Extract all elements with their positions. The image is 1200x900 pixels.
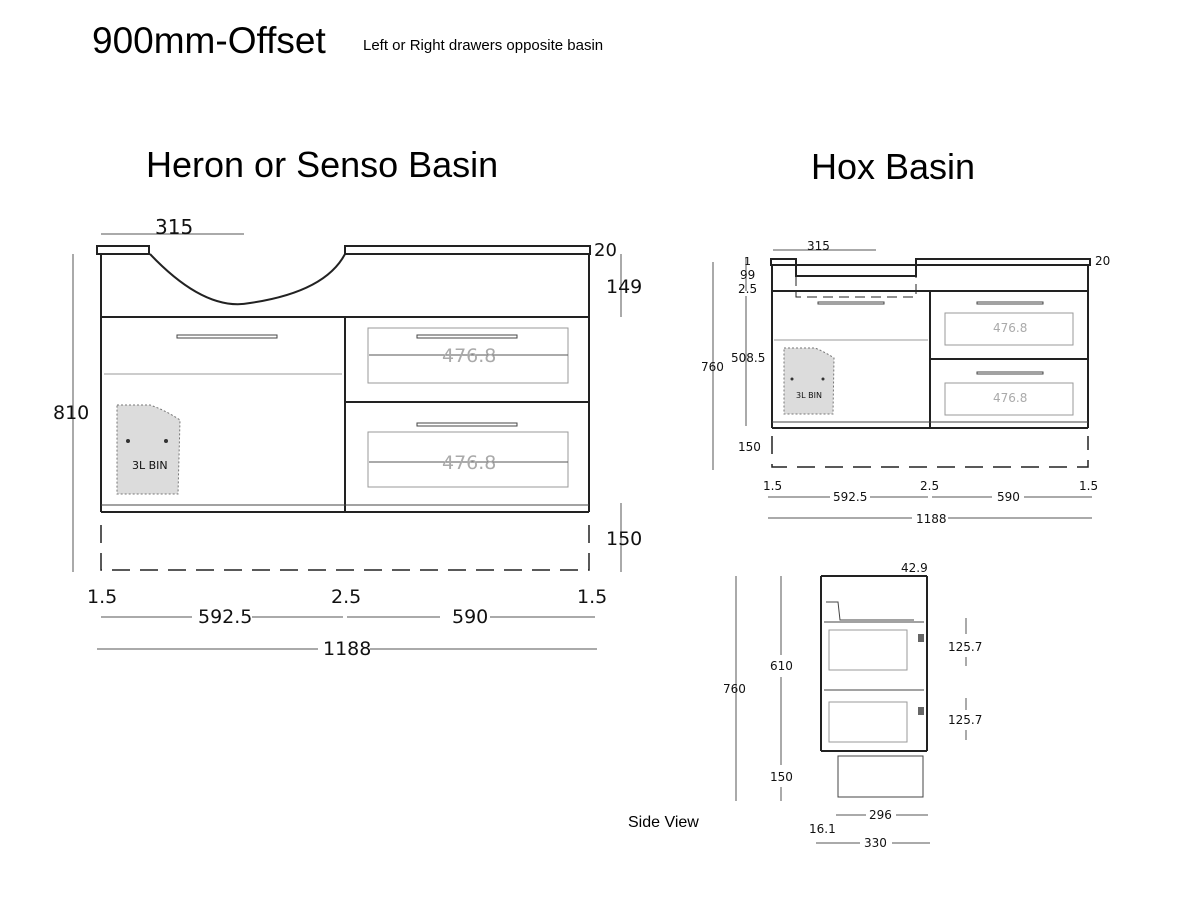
left-dim-drawer-1: 476.8 bbox=[442, 345, 496, 367]
right-basin-outline bbox=[795, 276, 917, 298]
right-dim-drawer-2: 476.8 bbox=[993, 391, 1027, 405]
left-bin-shape bbox=[116, 404, 181, 495]
left-dim-overall: 1188 bbox=[323, 638, 371, 660]
side-dim-drawer-1: 125.7 bbox=[948, 640, 982, 654]
side-dim-base-width: 296 bbox=[869, 808, 892, 822]
side-plinth bbox=[837, 755, 924, 798]
side-dim-top: 42.9 bbox=[901, 561, 928, 575]
side-dimensions: 42.9 610 760 150 125.7 125.7 296 16.1 33… bbox=[723, 561, 982, 850]
side-dim-plinth: 150 bbox=[770, 770, 793, 784]
left-dim-right-section: 590 bbox=[452, 606, 488, 628]
side-dim-drawer-2: 125.7 bbox=[948, 713, 982, 727]
side-dim-total-height: 760 bbox=[723, 682, 746, 696]
page-title: 900mm-Offset bbox=[92, 20, 326, 61]
left-dim-side-right: 1.5 bbox=[577, 586, 607, 608]
right-dim-side-right: 1.5 bbox=[1079, 479, 1098, 493]
right-dim-left-section: 592.5 bbox=[833, 490, 867, 504]
side-view-label: Side View bbox=[628, 814, 699, 831]
right-bin-shape bbox=[783, 347, 835, 415]
page-subtitle: Left or Right drawers opposite basin bbox=[363, 37, 604, 54]
right-dim-basin-gap: 2.5 bbox=[738, 282, 757, 296]
side-drawer-2-box bbox=[828, 701, 908, 743]
side-drawer-1-box bbox=[828, 629, 908, 671]
left-view-title: Heron or Senso Basin bbox=[146, 144, 499, 185]
right-dim-plinth: 150 bbox=[738, 440, 761, 454]
left-dimensions: 315 20 149 810 150 476.8 476.8 3L BIN 1.… bbox=[53, 215, 642, 660]
side-basin-profile bbox=[826, 601, 914, 621]
right-drawer-2-box bbox=[944, 382, 1074, 416]
right-dim-basin-offset: 315 bbox=[807, 239, 830, 253]
left-drawer-2-handle bbox=[416, 422, 518, 427]
right-dim-total-height: 760 bbox=[701, 360, 724, 374]
right-dim-gap-1: 1 bbox=[744, 255, 751, 268]
right-view-title: Hox Basin bbox=[811, 146, 976, 187]
side-dim-overall-depth: 330 bbox=[864, 836, 887, 850]
left-bin-label: 3L BIN bbox=[132, 459, 168, 472]
right-dim-mid-gap: 2.5 bbox=[920, 479, 939, 493]
left-dim-top-thickness: 20 bbox=[594, 240, 617, 261]
side-elevation bbox=[820, 575, 928, 798]
right-dim-overall: 1188 bbox=[916, 512, 947, 526]
right-bin-label: 3L BIN bbox=[796, 391, 822, 400]
left-dim-plinth: 150 bbox=[606, 528, 642, 550]
left-dim-drawer-2: 476.8 bbox=[442, 452, 496, 474]
left-plinth-outline bbox=[100, 525, 590, 571]
left-dim-total-height: 810 bbox=[53, 402, 89, 424]
left-drawer-1-handle bbox=[416, 334, 518, 339]
left-dim-basin-offset: 315 bbox=[155, 215, 193, 239]
left-dim-side-left: 1.5 bbox=[87, 586, 117, 608]
right-dim-top-thickness: 20 bbox=[1095, 254, 1110, 268]
right-dim-door-height: 508.5 bbox=[731, 351, 765, 365]
right-dim-basin-depth: 99 bbox=[740, 268, 755, 282]
right-top-slab bbox=[770, 258, 1091, 277]
left-dim-mid-gap: 2.5 bbox=[331, 586, 361, 608]
right-dim-right-section: 590 bbox=[997, 490, 1020, 504]
right-dim-drawer-1: 476.8 bbox=[993, 321, 1027, 335]
right-front-elevation bbox=[770, 258, 1091, 468]
left-door-handle bbox=[176, 334, 278, 339]
right-drawer-1-handle bbox=[976, 301, 1044, 305]
right-dimensions: 315 20 1 99 2.5 508.5 760 150 476.8 476.… bbox=[701, 239, 1110, 526]
left-dim-basin-depth: 149 bbox=[606, 276, 642, 298]
left-drawer-2-box bbox=[367, 431, 569, 488]
right-door-handle bbox=[817, 301, 885, 305]
left-dim-left-section: 592.5 bbox=[198, 606, 252, 628]
right-drawer-1-box bbox=[944, 312, 1074, 346]
left-top-slab-right bbox=[344, 245, 591, 255]
left-front-elevation bbox=[96, 245, 591, 571]
right-dim-side-left: 1.5 bbox=[763, 479, 782, 493]
side-dim-setback: 16.1 bbox=[809, 822, 836, 836]
right-plinth-outline bbox=[771, 436, 1089, 468]
left-top-slab-left bbox=[96, 245, 150, 255]
side-dim-cabinet-height: 610 bbox=[770, 659, 793, 673]
left-basin-bowl bbox=[149, 253, 346, 306]
right-drawer-2-handle bbox=[976, 371, 1044, 375]
